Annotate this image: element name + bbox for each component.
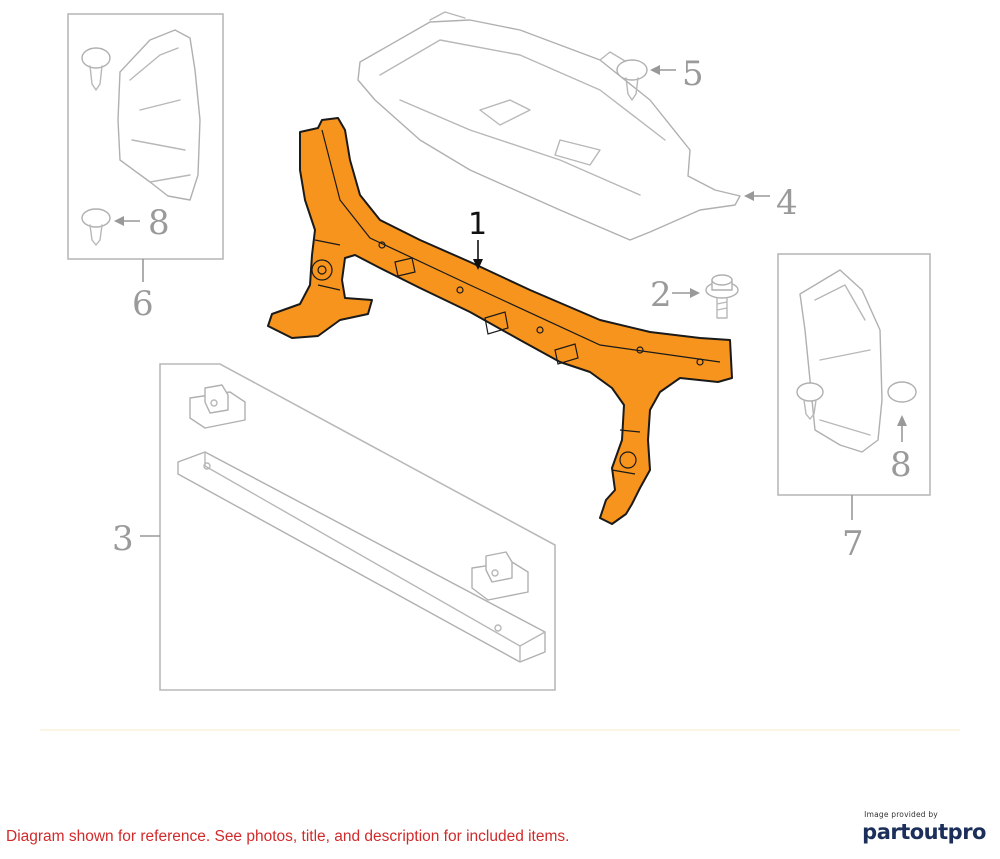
push-clip-icon bbox=[796, 382, 824, 420]
part-group-4: 4 bbox=[357, 11, 798, 241]
callout-1: 1 bbox=[468, 207, 487, 242]
bolt-icon bbox=[705, 274, 739, 319]
part-group-3: 3 bbox=[112, 363, 556, 691]
callout-7: 7 bbox=[842, 524, 864, 564]
callout-3: 3 bbox=[112, 519, 134, 559]
push-clip-icon bbox=[616, 59, 648, 101]
callout-4: 4 bbox=[776, 183, 798, 223]
callout-8-right: 8 bbox=[890, 445, 912, 485]
part-group-7: 8 7 bbox=[777, 253, 931, 564]
mount-bracket-lower bbox=[471, 551, 529, 601]
push-clip-icon bbox=[887, 381, 917, 403]
group-7-box bbox=[777, 253, 931, 496]
credit-caption: Image provided by bbox=[864, 810, 938, 819]
splash-shield-upper bbox=[357, 19, 741, 241]
partoutpro-logo: partoutpro bbox=[862, 820, 986, 844]
mount-bracket-upper bbox=[189, 384, 246, 429]
group-6-box bbox=[67, 13, 224, 260]
callout-6: 6 bbox=[132, 284, 154, 324]
push-clip-icon bbox=[81, 47, 111, 91]
callout-8-left: 8 bbox=[148, 203, 170, 243]
radiator-support-highlighted bbox=[267, 117, 733, 525]
part-group-1: 1 bbox=[267, 117, 733, 525]
disclaimer-text: Diagram shown for reference. See photos,… bbox=[6, 828, 570, 845]
push-clip-icon bbox=[81, 208, 111, 246]
part-group-5: 5 bbox=[616, 54, 704, 101]
part-group-6: 8 6 bbox=[67, 13, 224, 324]
callout-5: 5 bbox=[682, 54, 704, 94]
image-credit: Image provided by partoutpro bbox=[862, 810, 986, 845]
side-air-deflector-right bbox=[799, 269, 883, 453]
callout-2: 2 bbox=[650, 275, 672, 315]
part-group-2: 2 bbox=[650, 274, 739, 319]
group-3-box bbox=[159, 363, 556, 691]
